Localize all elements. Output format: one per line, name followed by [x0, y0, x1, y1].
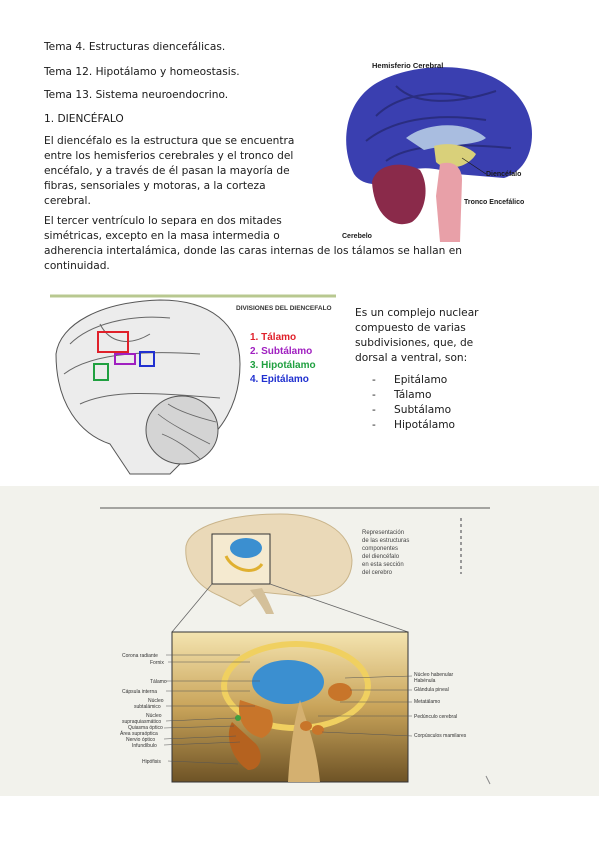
subdivisions-list: -Epitálamo -Tálamo -Subtálamo -Hipotálam… [372, 373, 455, 433]
text-line: El diencéfalo es la estructura que se en… [44, 135, 295, 147]
svg-text:de las estructuras: de las estructuras [362, 538, 409, 544]
svg-text:Quiasma óptico: Quiasma óptico [128, 725, 163, 731]
label-tronco: Tronco Encefálico [464, 199, 524, 206]
svg-text:Infundíbulo: Infundíbulo [132, 743, 157, 749]
paragraph-tercer-ventriculo: El tercer ventrículo lo separa en dos mi… [44, 214, 524, 274]
figure3-caption: Representación de las estructuras compon… [362, 530, 409, 576]
svg-text:Nervio óptico: Nervio óptico [126, 737, 155, 743]
cerebellum-shape [372, 164, 426, 225]
thalamus-shape [252, 660, 324, 704]
text-line: cerebral. [44, 195, 91, 207]
topic-2: Tema 12. Hipotálamo y homeostasis. [44, 66, 240, 78]
list-item: -Hipotálamo [372, 419, 455, 431]
svg-text:Núcleo: Núcleo [146, 713, 162, 719]
svg-text:Corona radiante: Corona radiante [122, 653, 158, 659]
topic-3: Tema 13. Sistema neuroendocrino. [44, 89, 229, 101]
division-label-1: 1. Tálamo [250, 332, 296, 343]
text-line: dorsal a ventral, son: [355, 352, 468, 364]
brainstem-shape [436, 162, 462, 242]
svg-text:supraquiasmático: supraquiasmático [122, 719, 161, 725]
svg-text:Fornix: Fornix [150, 660, 164, 666]
paragraph-diencefalo: El diencéfalo es la estructura que se en… [44, 134, 334, 209]
svg-text:Tálamo: Tálamo [150, 679, 167, 685]
diencephalon-detail-figure: Representación de las estructuras compon… [0, 486, 599, 796]
text-line: encéfalo, y a través de él pasan la mayo… [44, 165, 290, 177]
svg-text:subtalámico: subtalámico [134, 704, 161, 710]
list-item: -Tálamo [372, 389, 432, 401]
text-line: continuidad. [44, 260, 110, 272]
text-line: compuesto de varias [355, 322, 466, 334]
svg-text:Núcleo habenular: Núcleo habenular [414, 672, 454, 678]
svg-text:del cerebro: del cerebro [362, 570, 393, 576]
svg-text:Representación: Representación [362, 530, 404, 536]
text-line: adherencia intertalámica, donde las cara… [44, 245, 462, 257]
divisions-figure: DIVISIONES DEL DIENCEFALO 1. Tálamo 2. S… [50, 294, 336, 486]
pineal-shape [328, 683, 352, 701]
brain-sagittal-figure: Hemisferio Cerebral Diencéfalo Tronco En… [336, 46, 540, 244]
label-diencefalo: Diencéfalo [486, 171, 521, 178]
hypothalamus-shape [238, 700, 273, 738]
thalamus-box [97, 331, 129, 353]
corpus-callosum-shape [406, 125, 486, 150]
division-label-2: 2. Subtálamo [250, 346, 312, 357]
complex-description: Es un complejo nuclear compuesto de vari… [355, 306, 555, 366]
text-line: simétricas, excepto en la masa intermedi… [44, 230, 280, 242]
svg-text:Pedúnculo cerebral: Pedúnculo cerebral [414, 714, 457, 720]
svg-text:Glándula pineal: Glándula pineal [414, 687, 449, 693]
divisions-title: DIVISIONES DEL DIENCEFALO [236, 305, 332, 312]
epithalamus-box [139, 351, 155, 367]
svg-text:Corpúsculos mamilares: Corpúsculos mamilares [414, 733, 467, 739]
label-hemisferio: Hemisferio Cerebral [372, 61, 443, 70]
svg-text:Hipófisis: Hipófisis [142, 759, 161, 765]
section-title: 1. DIENCÉFALO [44, 113, 124, 125]
svg-text:Habénula: Habénula [414, 678, 436, 684]
svg-text:componentes: componentes [362, 546, 398, 552]
svg-text:Núcleo: Núcleo [148, 698, 164, 704]
svg-text:Cápsula interna: Cápsula interna [122, 689, 157, 695]
subthalamus-box [114, 353, 136, 365]
svg-text:Área supraóptica: Área supraóptica [120, 730, 158, 737]
text-line: fibras, sensoriales y motoras, a la cort… [44, 180, 266, 192]
svg-text:en esta sección: en esta sección [362, 562, 404, 568]
cerebellum-shape [145, 395, 219, 465]
diencephalon-shape [434, 144, 476, 168]
text-line: subdivisiones, que, de [355, 337, 474, 349]
hypothalamus-box [93, 363, 109, 381]
text-line: El tercer ventrículo lo separa en dos mi… [44, 215, 282, 227]
hemisphere-shape [346, 67, 532, 184]
right-labels: Núcleo habenular Habénula Glándula pinea… [414, 672, 467, 739]
label-cerebelo: Cerebelo [342, 233, 372, 240]
list-item: -Epitálamo [372, 374, 448, 386]
text-line: Es un complejo nuclear [355, 307, 479, 319]
thalamus-small [230, 538, 262, 558]
division-label-3: 3. Hipotálamo [250, 360, 316, 371]
text-line: entre los hemisferios cerebrales y el tr… [44, 150, 294, 162]
division-label-4: 4. Epitálamo [250, 374, 309, 385]
left-labels: Corona radiante Fornix Tálamo Cápsula in… [120, 653, 167, 765]
svg-text:del diencéfalo: del diencéfalo [362, 554, 400, 560]
svg-text:Metatálamo: Metatálamo [414, 699, 440, 705]
hypophysis-shape [228, 722, 261, 770]
list-item: -Subtálamo [372, 404, 452, 416]
topic-1: Tema 4. Estructuras diencefálicas. [44, 41, 226, 53]
peduncle-shape [288, 700, 320, 782]
